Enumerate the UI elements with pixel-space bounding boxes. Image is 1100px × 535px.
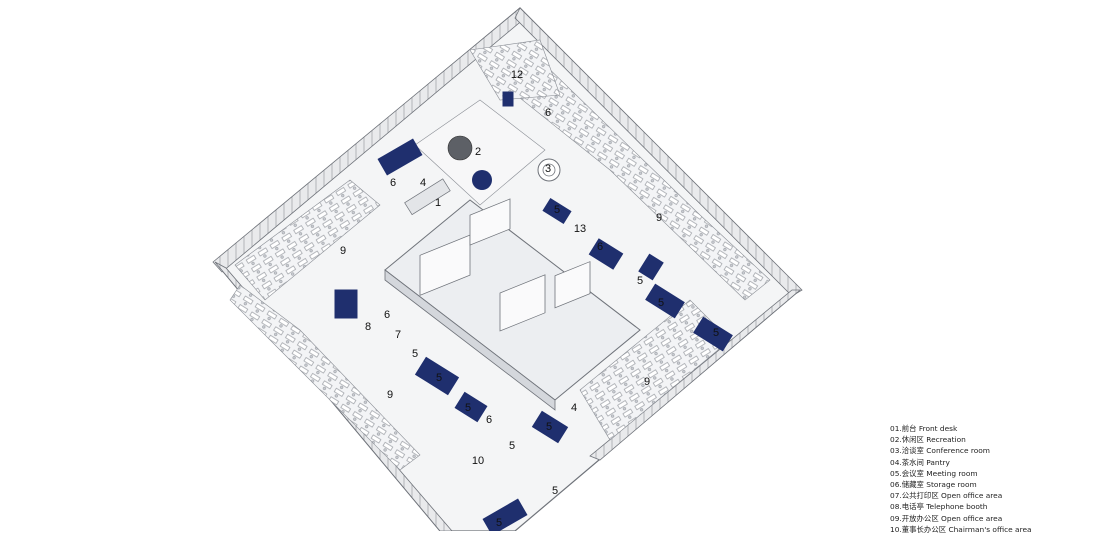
legend-item: 09.开放办公区 Open office area bbox=[890, 513, 1003, 523]
area-label: 5 bbox=[713, 327, 719, 339]
meeting-room-west-2 bbox=[454, 391, 488, 423]
recreation-zone bbox=[414, 99, 546, 206]
area-label: 5 bbox=[496, 517, 502, 529]
open-office-southeast bbox=[579, 299, 731, 441]
area-label: 10 bbox=[472, 455, 484, 467]
conference-round-table-inner bbox=[542, 163, 556, 177]
area-label: 7 bbox=[395, 329, 401, 341]
area-labels: 12 6 2 3 6 4 1 5 13 6 9 9 5 5 6 8 7 5 5 … bbox=[340, 69, 719, 529]
area-label: 13 bbox=[574, 223, 586, 235]
area-label: 5 bbox=[436, 372, 442, 384]
meeting-room-west-1 bbox=[414, 356, 460, 396]
core-block-left bbox=[384, 269, 556, 411]
area-label: 6 bbox=[384, 309, 390, 321]
area-label: 9 bbox=[340, 245, 346, 257]
legend-item: 07.公共打印区 Open office area bbox=[890, 491, 1003, 501]
facade-southeast bbox=[589, 289, 802, 461]
area-label: 5 bbox=[546, 421, 552, 433]
area-label: 5 bbox=[552, 485, 558, 497]
area-label: 3 bbox=[545, 163, 551, 175]
meeting-rooms bbox=[334, 91, 733, 531]
area-label: 9 bbox=[644, 376, 650, 388]
legend: 01.前台 Front desk 02.休闲区 Recreation 03.洽谈… bbox=[890, 423, 1100, 535]
area-label: 8 bbox=[365, 321, 371, 333]
area-label: 1 bbox=[435, 197, 441, 209]
meeting-room-north-1 bbox=[542, 198, 572, 224]
meeting-room-east-1 bbox=[645, 283, 685, 319]
storage-navy-east bbox=[588, 238, 624, 270]
area-label: 4 bbox=[571, 402, 577, 414]
area-label: 5 bbox=[554, 204, 560, 216]
area-label: 6 bbox=[545, 107, 551, 119]
area-label: 6 bbox=[597, 241, 603, 253]
core-room-a bbox=[419, 234, 471, 296]
meeting-room-nw bbox=[377, 138, 423, 176]
meeting-room-east-2 bbox=[693, 316, 733, 352]
legend-item: 10.董事长办公区 Chairman's office area bbox=[890, 524, 1032, 534]
area-label: 5 bbox=[637, 275, 643, 287]
area-label: 5 bbox=[465, 402, 471, 414]
booth-west bbox=[334, 289, 358, 319]
legend-item: 05.会议室 Meeting room bbox=[890, 468, 978, 478]
booth-north bbox=[502, 91, 514, 107]
area-label: 9 bbox=[656, 212, 662, 224]
open-office-northwest bbox=[234, 179, 381, 301]
core-room-c bbox=[554, 261, 591, 309]
area-label: 5 bbox=[658, 297, 664, 309]
plant-planter bbox=[447, 135, 473, 161]
area-label: 2 bbox=[475, 146, 481, 158]
meeting-room-south-2 bbox=[482, 498, 528, 531]
area-label: 6 bbox=[486, 414, 492, 426]
front-desk-counter bbox=[404, 178, 451, 216]
legend-item: 04.茶水间 Pantry bbox=[890, 457, 950, 467]
area-label: 9 bbox=[387, 389, 393, 401]
area-label: 5 bbox=[509, 440, 515, 452]
legend-item: 03.洽谈室 Conference room bbox=[890, 446, 990, 456]
legend-item: 06.储藏室 Storage room bbox=[890, 480, 977, 490]
core-room-b bbox=[499, 274, 546, 332]
core-room-d bbox=[469, 198, 511, 246]
legend-item: 01.前台 Front desk bbox=[890, 424, 958, 433]
legend-item: 02.休闲区 Recreation bbox=[890, 435, 966, 445]
front-desk-pod bbox=[472, 170, 492, 190]
meeting-room-south-1 bbox=[531, 410, 569, 444]
area-label: 6 bbox=[390, 177, 396, 189]
area-label: 5 bbox=[412, 348, 418, 360]
area-label: 4 bbox=[420, 177, 426, 189]
open-office-west bbox=[229, 284, 421, 471]
legend-item: 08.电话亭 Telephone booth bbox=[890, 502, 988, 512]
area-label: 12 bbox=[511, 69, 523, 81]
open-office-north bbox=[469, 39, 561, 101]
booth-east bbox=[638, 253, 664, 281]
